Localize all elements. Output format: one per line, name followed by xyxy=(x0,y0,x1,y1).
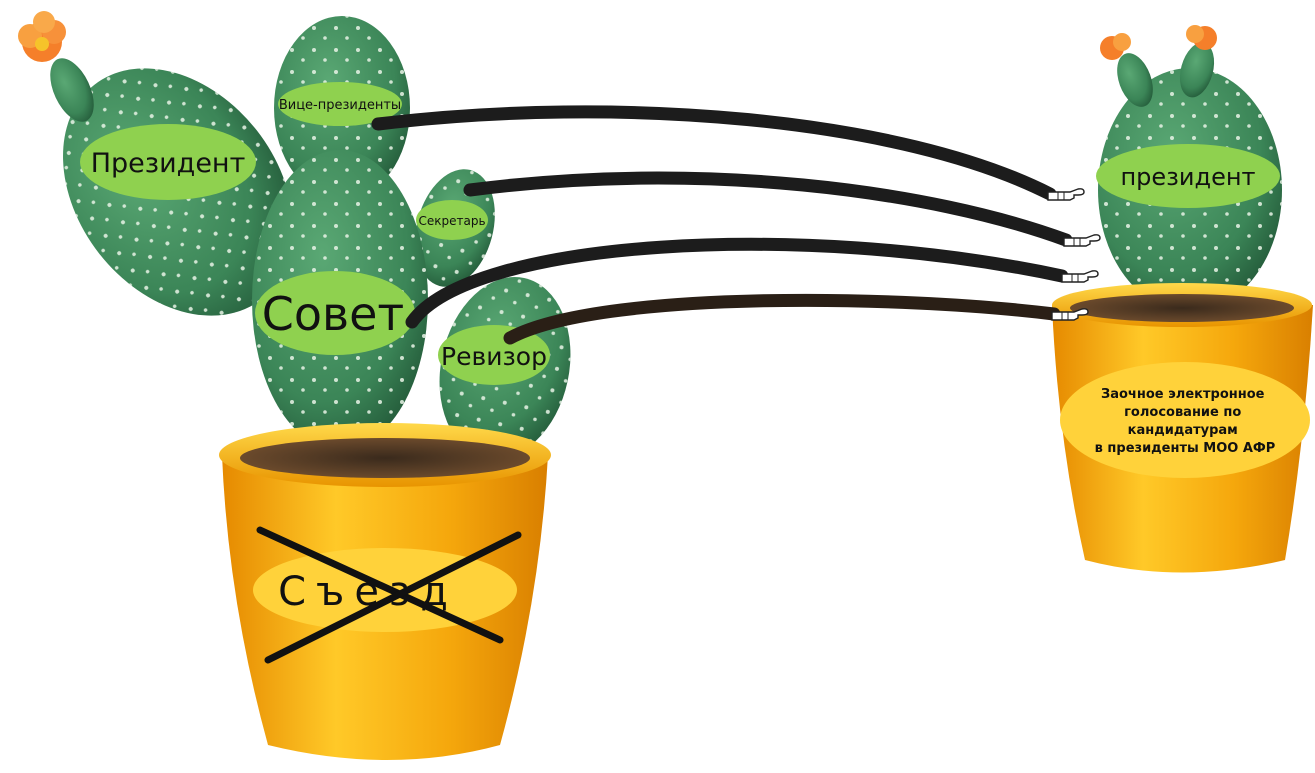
connector-auditor xyxy=(510,300,1054,338)
vice-presidents-label: Вице-президенты xyxy=(279,98,401,113)
secretary-label: Секретарь xyxy=(418,214,485,228)
right-pot-label-oval xyxy=(1060,362,1310,478)
right-pot: Заочное электронное голосование по канди… xyxy=(1052,283,1313,573)
vote-description-line: голосование по xyxy=(1124,405,1241,420)
vote-description-line: Заочное электронное xyxy=(1101,387,1265,402)
vote-description-line: в президенты МОО АФР xyxy=(1095,441,1276,456)
president-label: Президент xyxy=(91,148,246,179)
auditor-label: Ревизор xyxy=(441,342,547,371)
connector-secretary xyxy=(470,178,1066,240)
right-president-label: президент xyxy=(1120,163,1255,191)
flower-icon xyxy=(18,11,103,128)
left-pot: Съезд xyxy=(219,423,551,760)
right-cactus: президент Заочное электронное голосовани… xyxy=(1052,25,1313,573)
left-cactus: Президент Вице-президенты Секретарь Сове… xyxy=(15,11,586,760)
council-label: Совет xyxy=(262,287,404,341)
vote-description-line: кандидатурам xyxy=(1128,423,1238,438)
